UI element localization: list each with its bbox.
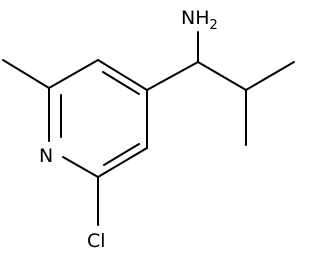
bond-c5-c6-inner	[103, 143, 140, 166]
ring-nitrogen-label: N	[39, 145, 53, 167]
bond-c5-c6	[97, 147, 148, 178]
bond-c4-ca	[146, 61, 199, 91]
amine-label: NH2	[181, 7, 218, 33]
bond-ca-cb	[197, 61, 247, 91]
bond-c2-c3	[48, 59, 99, 89]
bond-c3-c4-inner	[102, 71, 140, 95]
bond-cb-me1	[245, 61, 295, 91]
bond-c6-n1	[62, 156, 99, 178]
bond-methyl	[2, 59, 50, 89]
bond-c3-c4	[97, 59, 148, 91]
molecule-structure: NH2 N Cl	[2, 7, 295, 252]
chlorine-label: Cl	[87, 230, 106, 252]
